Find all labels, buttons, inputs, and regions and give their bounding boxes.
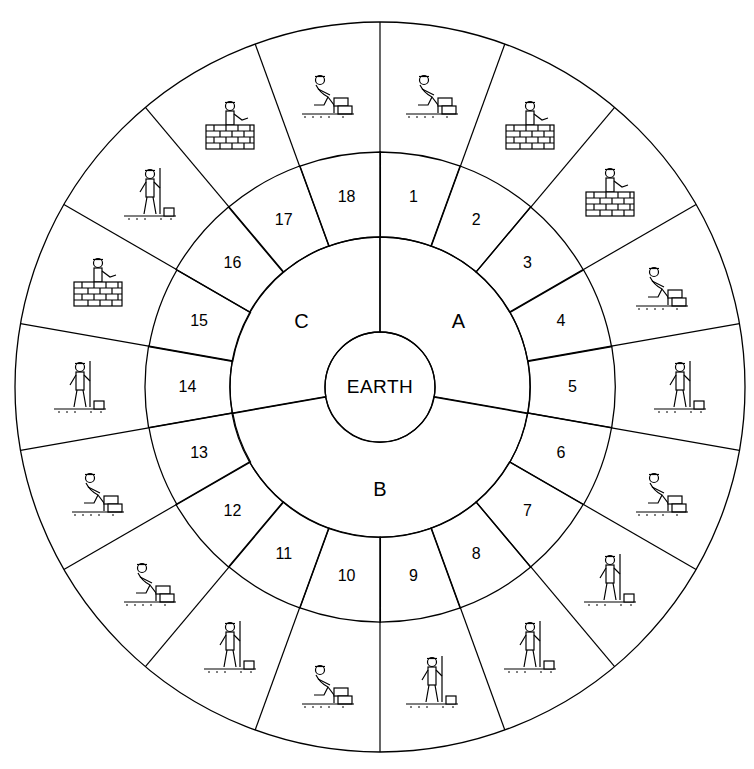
worker-figure	[654, 361, 706, 412]
outer-ring	[15, 22, 745, 752]
step-number: 4	[556, 312, 565, 330]
segment-dividers	[21, 22, 740, 752]
step-segment: 12	[175, 461, 284, 568]
worker-figure	[584, 554, 636, 605]
step-number: 5	[568, 378, 577, 396]
segment-divider	[64, 505, 177, 570]
step-number: 7	[523, 502, 532, 520]
step-number: 2	[472, 211, 481, 229]
step-number: 3	[523, 254, 532, 272]
zone-letter: C	[294, 310, 308, 333]
step-segment-border	[431, 502, 531, 608]
worker-figure	[406, 76, 458, 118]
step-segment-outline	[430, 165, 532, 273]
segment-divider	[460, 44, 504, 166]
step-number: 6	[556, 444, 565, 462]
worker-figure	[406, 656, 458, 707]
worker-figure	[54, 361, 106, 412]
step-number: 16	[224, 254, 242, 272]
zone-sector: B	[231, 396, 528, 538]
step-number: 15	[190, 312, 208, 330]
step-segment-outline	[379, 527, 461, 623]
step-segment: 16	[175, 206, 284, 313]
step-number: 13	[190, 444, 208, 462]
worker-figure	[74, 259, 122, 307]
step-segment-border	[380, 528, 460, 622]
worker-figure	[124, 168, 176, 219]
step-segment: 17	[228, 165, 330, 273]
segment-divider	[64, 205, 177, 270]
step-segment: 2	[430, 165, 532, 273]
step-number: 18	[338, 188, 356, 206]
segment-divider	[145, 567, 229, 667]
zone-sector-border	[232, 397, 527, 537]
worker-figure	[586, 169, 634, 217]
step-segment-border	[300, 152, 380, 246]
worker-figure	[636, 268, 688, 310]
segment-divider	[379, 622, 380, 752]
step-segment: 3	[475, 206, 584, 313]
segment-divider	[21, 428, 149, 451]
zone-sector-outline	[231, 396, 528, 538]
segment-divider	[531, 567, 615, 667]
segment-divider	[611, 428, 739, 451]
step-segment-border	[176, 462, 283, 567]
segment-divider	[584, 505, 697, 570]
worker-figure	[204, 621, 256, 672]
step-segment-border	[476, 462, 583, 567]
step-number: 8	[472, 545, 481, 563]
step-number: 12	[224, 502, 242, 520]
step-segment-border	[149, 413, 251, 504]
worker-figure	[504, 621, 556, 672]
worker-figure	[302, 76, 354, 118]
zone-letter: A	[452, 310, 465, 333]
worker-figures	[54, 76, 706, 708]
segment-divider	[145, 107, 229, 207]
segment-divider	[255, 44, 299, 166]
step-number: 17	[275, 211, 293, 229]
step-segment-border	[510, 270, 612, 361]
worker-figure	[636, 474, 688, 516]
step-segment-border	[229, 502, 329, 608]
zone-letter: B	[373, 478, 386, 501]
step-segment-border	[431, 166, 531, 272]
center-label: EARTH	[347, 376, 414, 398]
step-segment: 13	[148, 412, 252, 505]
step-segment: 4	[509, 269, 613, 362]
step-segment: 5	[527, 345, 616, 429]
step-segment: 14	[144, 345, 233, 429]
zone-sector-border	[380, 237, 530, 413]
segment-divider	[460, 608, 504, 730]
step-segment: 18	[299, 151, 381, 247]
step-segment-border	[176, 207, 283, 312]
step-number: 10	[338, 567, 356, 585]
step-segment-border	[229, 166, 329, 272]
step-number: 11	[275, 545, 292, 563]
worker-figure	[206, 102, 254, 150]
step-segment-outline	[430, 501, 532, 609]
worker-figure	[72, 474, 124, 516]
segment-divider	[611, 324, 739, 347]
segment-divider	[379, 22, 380, 152]
worker-figure	[302, 666, 354, 708]
step-segment: 8	[430, 501, 532, 609]
step-number: 1	[409, 188, 418, 206]
segment-divider	[255, 608, 299, 730]
zone-sector-border	[230, 237, 380, 413]
segment-divider	[21, 324, 149, 347]
step-number: 9	[409, 567, 418, 585]
worker-figure	[124, 564, 176, 606]
step-number: 14	[179, 378, 197, 396]
worker-figure	[506, 102, 554, 150]
step-segment: 11	[228, 501, 330, 609]
step-segment: 7	[475, 461, 584, 568]
step-segment-border	[476, 207, 583, 312]
step-segment: 9	[379, 527, 461, 623]
